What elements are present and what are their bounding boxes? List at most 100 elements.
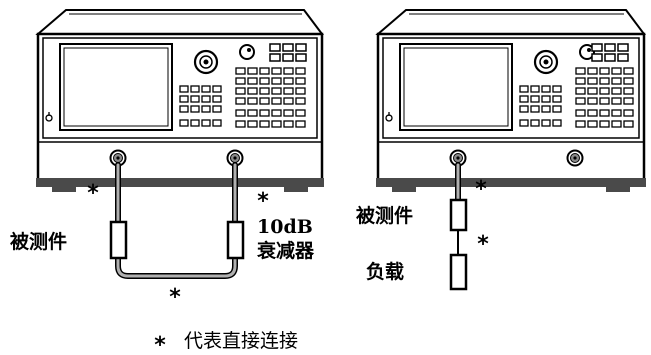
panel-key — [283, 97, 294, 105]
panel-key — [295, 87, 306, 95]
panel-key — [259, 97, 270, 105]
panel-key — [295, 53, 307, 62]
panel-key — [179, 119, 189, 127]
small-knob-center — [587, 48, 591, 52]
panel-key — [519, 95, 529, 103]
panel-key — [269, 43, 281, 52]
cable-dut-to-attenuator-outline — [115, 255, 238, 279]
attenuator-box — [226, 220, 245, 260]
network-analyzer-left — [35, 9, 324, 192]
panel-key — [530, 119, 540, 127]
panel-key — [611, 67, 622, 75]
panel-key — [587, 97, 598, 105]
attenuator-label-name: 衰减器 — [256, 239, 315, 262]
right-setup: 被测件 负载 * * — [356, 162, 489, 291]
instrument-base — [376, 178, 646, 187]
panel-key — [604, 43, 616, 52]
panel-key — [552, 119, 562, 127]
panel-key — [259, 67, 270, 75]
panel-key — [295, 67, 306, 75]
panel-key — [541, 95, 551, 103]
panel-key — [295, 109, 306, 117]
display-screen — [403, 47, 509, 127]
panel-key — [201, 105, 211, 113]
load-label: 负载 — [366, 260, 404, 283]
panel-key — [519, 105, 529, 113]
left-setup: 被测件 10dB 衰减器 * * * — [10, 162, 315, 310]
panel-key — [259, 120, 270, 128]
port-1-connector-pin — [116, 156, 120, 160]
cable-dut-to-attenuator — [116, 256, 237, 278]
panel-key — [611, 120, 622, 128]
panel-key — [599, 67, 610, 75]
panel-key — [623, 109, 634, 117]
small-knob-center — [247, 48, 251, 52]
panel-key — [599, 77, 610, 85]
direct-connection-mark: * — [257, 189, 269, 214]
panel-key — [587, 77, 598, 85]
panel-key — [623, 120, 634, 128]
attenuator-label-value: 10dB — [257, 216, 313, 238]
panel-key — [190, 95, 200, 103]
dut-label-left: 被测件 — [10, 230, 67, 253]
panel-key — [269, 53, 281, 62]
panel-key — [247, 77, 258, 85]
rotary-knob-ring — [539, 55, 553, 69]
panel-key — [283, 77, 294, 85]
panel-key — [247, 97, 258, 105]
panel-key — [235, 120, 246, 128]
panel-key — [575, 87, 586, 95]
panel-key — [283, 67, 294, 75]
panel-key — [541, 85, 551, 93]
panel-key — [587, 67, 598, 75]
panel-key — [247, 120, 258, 128]
panel-key — [530, 105, 540, 113]
panel-key — [530, 95, 540, 103]
panel-key — [541, 105, 551, 113]
legend-text: 代表直接连接 — [184, 330, 298, 352]
panel-key — [190, 85, 200, 93]
panel-key — [179, 85, 189, 93]
network-analyzer-right — [375, 9, 646, 192]
panel-key — [247, 67, 258, 75]
panel-key — [575, 120, 586, 128]
direct-connection-mark: * — [477, 232, 489, 257]
panel-key — [617, 53, 629, 62]
dut-label-right: 被测件 — [356, 204, 413, 227]
panel-key — [575, 97, 586, 105]
panel-key — [235, 67, 246, 75]
panel-key — [247, 87, 258, 95]
panel-key — [552, 95, 562, 103]
panel-key — [587, 87, 598, 95]
panel-key — [575, 109, 586, 117]
panel-key — [623, 97, 634, 105]
panel-key — [611, 87, 622, 95]
panel-key — [587, 120, 598, 128]
panel-key — [552, 105, 562, 113]
display-screen — [63, 47, 169, 127]
panel-key — [271, 77, 282, 85]
panel-key — [519, 85, 529, 93]
panel-key — [599, 109, 610, 117]
panel-key — [235, 97, 246, 105]
dut-box-left — [109, 220, 128, 260]
panel-key — [283, 120, 294, 128]
panel-key — [623, 87, 634, 95]
panel-key — [283, 87, 294, 95]
display-bezel — [42, 37, 318, 139]
panel-key — [587, 109, 598, 117]
direct-connection-mark: * — [169, 285, 181, 310]
rotary-knob-ring — [199, 55, 213, 69]
instrument-foot — [606, 187, 630, 192]
panel-key — [295, 97, 306, 105]
panel-key — [530, 85, 540, 93]
panel-key — [599, 120, 610, 128]
panel-key — [179, 95, 189, 103]
panel-key — [611, 109, 622, 117]
panel-key — [591, 53, 603, 62]
port-2-connector-pin — [233, 156, 237, 160]
panel-key — [611, 97, 622, 105]
panel-key — [271, 120, 282, 128]
port-1-connector-pin — [456, 156, 460, 160]
